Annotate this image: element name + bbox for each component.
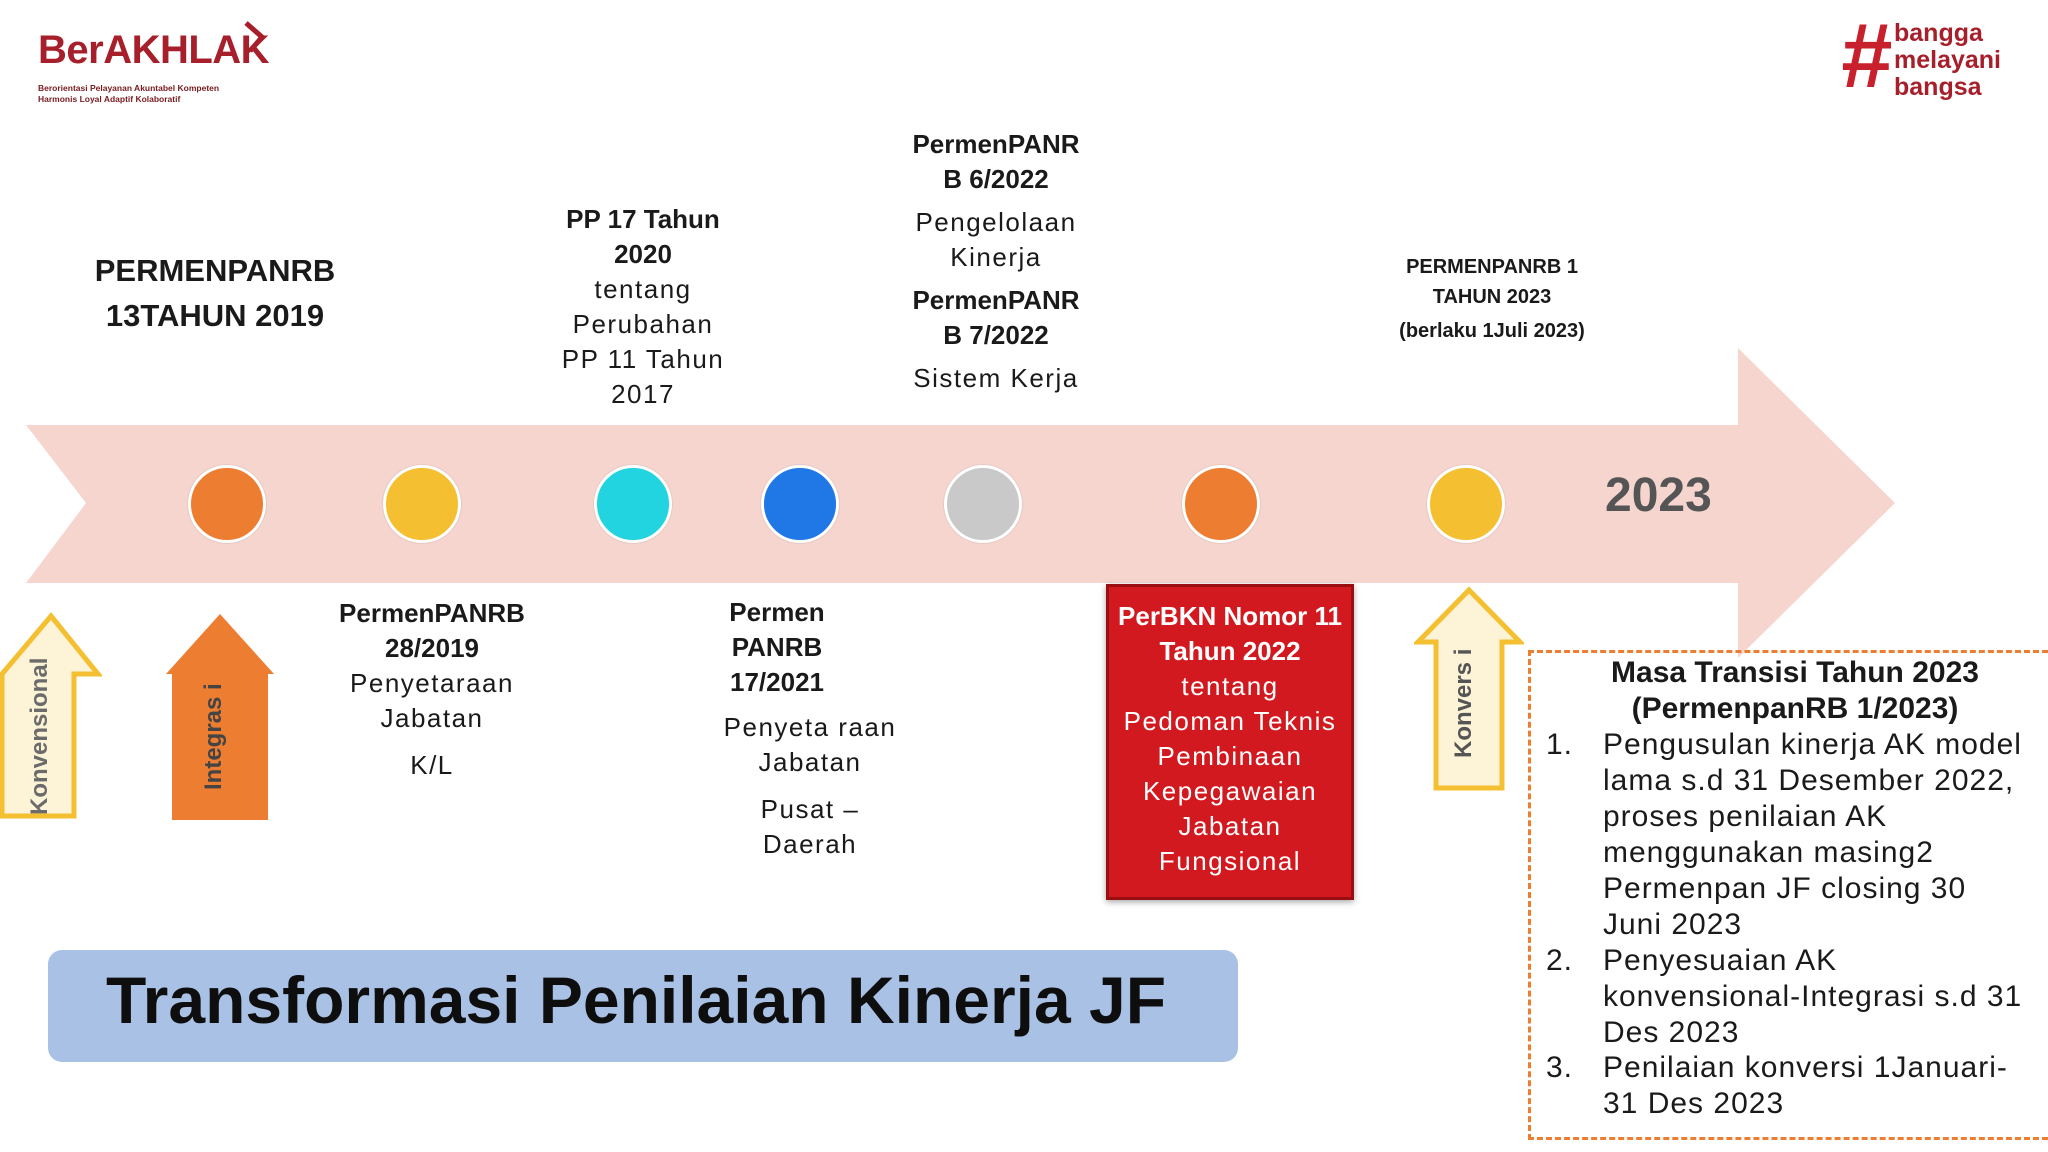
logo-tagline-1: Berorientasi Pelayanan Akuntabel Kompete…	[38, 83, 220, 93]
milestone-desc: Kepegawaian	[1142, 776, 1318, 806]
logo-slogan: bangga melayani bangsa	[1894, 20, 2001, 101]
list-line: lama s.d 31 Desember 2022,	[1603, 764, 2015, 797]
list-line: Pengusulan kinerja AK model	[1603, 728, 2022, 761]
list-number: 1.	[1546, 728, 1574, 761]
milestone-title: B 7/2022	[943, 320, 1049, 350]
list-line: konvensional-Integrasi s.d 31	[1603, 980, 2023, 1013]
milestone-desc: Jabatan	[380, 703, 484, 733]
milestone-permenpanrb-1-2023: PERMENPANRB 1 TAHUN 2023 (berlaku 1Juli …	[1362, 252, 1622, 346]
milestone-desc-block: Penyeta raan Jabatan Pusat – Daerah	[700, 710, 920, 862]
milestone-note: (berlaku 1Juli 2023)	[1399, 320, 1585, 342]
milestone-perbkn-11-2022: PerBKN Nomor 11 Tahun 2022 tentang Pedom…	[1106, 584, 1354, 900]
up-arrow-konversi	[1414, 586, 1524, 791]
slogan-line-3: bangsa	[1894, 73, 1982, 101]
slogan-line-1: bangga	[1894, 19, 1983, 47]
milestone-desc: Jabatan	[1178, 811, 1282, 841]
list-line: menggunakan masing2	[1603, 836, 1934, 869]
list-line: 31 Des 2023	[1603, 1087, 1785, 1120]
milestone-permenpanrb-6-7-2022: PermenPANR B 6/2022 Pengelolaan Kinerja …	[880, 127, 1112, 396]
up-arrow-konvensional	[0, 612, 102, 819]
milestone-desc: Daerah	[762, 829, 858, 859]
timeline-dot	[1182, 465, 1260, 543]
timeline-dot	[761, 465, 839, 543]
timeline-dot	[1427, 465, 1505, 543]
hashtag-icon: #	[1840, 5, 1892, 107]
milestone-desc: tentang	[1181, 671, 1279, 701]
timeline-dot	[944, 465, 1022, 543]
list-number: 3.	[1546, 1051, 1574, 1084]
milestone-desc: PP 11 Tahun	[561, 344, 725, 374]
arrow-label-konvensional: Konvensional	[26, 657, 53, 815]
milestone-title: 13TAHUN 2019	[105, 298, 325, 333]
slogan-line-2: melayani	[1894, 46, 2002, 74]
milestone-title: 28/2019	[385, 633, 479, 663]
milestone-title: 2020	[614, 239, 672, 269]
transition-heading-line: Masa Transisi Tahun 2023	[1611, 656, 1979, 689]
milestone-title: PermenPANRB	[339, 598, 525, 628]
milestone-permen-panrb-17-2021: Permen PANRB 17/2021	[692, 595, 862, 700]
list-line: Permenpan JF closing 30	[1603, 872, 1967, 905]
milestone-permenpanrb-28-2019: PermenPANRB 28/2019 Penyetaraan Jabatan …	[318, 596, 546, 783]
bangga-melayani-logo: # bangga melayani bangsa	[1840, 10, 2040, 102]
list-line: Penyesuaian AK	[1603, 944, 1838, 977]
timeline-dot	[188, 465, 266, 543]
transition-panel	[1528, 650, 2048, 1140]
milestone-desc: Penyetaraan	[350, 668, 514, 698]
title-banner	[48, 950, 1238, 1062]
milestone-desc: Kinerja	[950, 242, 1042, 272]
milestone-title: PP 17 Tahun	[566, 204, 720, 234]
milestone-title: 17/2021	[730, 667, 824, 697]
logo-wordmark: BerAKHLAK	[38, 28, 270, 72]
milestone-title: PermenPANR	[912, 285, 1080, 315]
milestone-title: PERMENPANRB	[94, 253, 336, 288]
list-line: Des 2023	[1603, 1016, 1740, 1049]
milestone-desc: Perubahan	[572, 309, 714, 339]
milestone-desc: Jabatan	[758, 747, 862, 777]
milestone-desc: tentang	[594, 274, 692, 304]
milestone-title: PerBKN Nomor 11	[1118, 601, 1342, 631]
transition-heading: Masa Transisi Tahun 2023 (PermenpanRB 1/…	[1560, 655, 2030, 727]
transition-heading-line: (PermenpanRB 1/2023)	[1631, 692, 1959, 725]
milestone-title: TAHUN 2023	[1432, 286, 1552, 308]
milestone-desc: Pengelolaan	[915, 207, 1077, 237]
timeline-dot	[594, 465, 672, 543]
up-arrow-integrasi	[166, 614, 274, 820]
milestone-title: Permen	[729, 597, 825, 627]
milestone-desc: Penyeta raan	[723, 712, 897, 742]
banner-title: Transformasi Penilaian Kinerja JF	[106, 963, 1167, 1037]
timeline-dot	[383, 465, 461, 543]
milestone-desc: Pedoman Teknis	[1123, 706, 1337, 736]
milestone-desc: Pusat –	[760, 794, 860, 824]
milestone-desc: K/L	[410, 750, 454, 780]
year-label: 2023	[1605, 469, 1712, 522]
milestone-title: B 6/2022	[943, 164, 1049, 194]
milestone-permenpanrb-13-2019: PERMENPANRB 13TAHUN 2019	[70, 248, 360, 338]
milestone-title: PERMENPANRB 1	[1406, 256, 1578, 278]
berakhlak-logo: BerAKHLAK Berorientasi Pelayanan Akuntab…	[38, 12, 278, 104]
milestone-title: Tahun 2022	[1159, 636, 1301, 666]
arrow-label-konversi: Konvers i	[1450, 648, 1477, 758]
milestone-pp-17-2020: PP 17 Tahun 2020 tentang Perubahan PP 11…	[540, 202, 746, 412]
milestone-desc: Sistem Kerja	[913, 363, 1079, 393]
milestone-desc: Fungsional	[1158, 846, 1302, 876]
milestone-desc: Pembinaan	[1157, 741, 1303, 771]
milestone-title: PermenPANR	[912, 129, 1080, 159]
list-line: proses penilaian AK	[1603, 800, 1888, 833]
milestone-desc: 2017	[611, 379, 675, 409]
list-line: Penilaian konversi 1Januari-	[1603, 1051, 2008, 1084]
milestone-title: PANRB	[731, 632, 823, 662]
list-number: 2.	[1546, 944, 1574, 977]
chevron-right-icon	[244, 21, 266, 53]
logo-tagline-2: Harmonis Loyal Adaptif Kolaboratif	[38, 94, 181, 104]
arrow-label-integrasi: Integras i	[200, 683, 227, 790]
list-line: Juni 2023	[1603, 908, 1743, 941]
